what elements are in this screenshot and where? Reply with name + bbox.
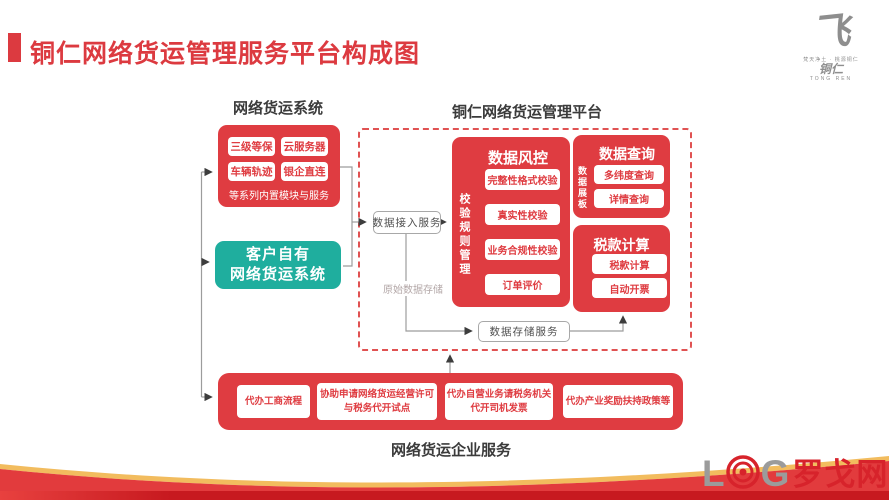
data-storage-service-label: 数据存储服务 — [489, 326, 559, 338]
module-box: 三级等保 — [228, 137, 275, 156]
risk-step-label: 业务合规性校验 — [487, 246, 558, 257]
risk-step-label: 完整性格式校验 — [487, 176, 558, 187]
customer-system-box: 客户自有 网络货运系统 — [215, 241, 341, 289]
enterprise-service-box: 协助申请网络货运经营许可 与税务代开试点 — [317, 383, 437, 420]
module-box: 银企直连 — [281, 162, 328, 181]
freight-system-caption: 等系列内置模块与服务 — [229, 191, 329, 202]
risk-step-box: 真实性校验 — [485, 204, 560, 225]
enterprise-service-box: 代办产业奖励扶持政策等 — [563, 385, 673, 418]
data-query-title: 数据查询 — [599, 146, 655, 162]
enterprise-service-label: 协助申请网络货运经营许可 — [319, 388, 434, 400]
query-item-box: 详情查询 — [594, 189, 664, 208]
tongren-logo-name-en: TONG REN — [809, 76, 853, 83]
query-item-label: 多纬度查询 — [604, 171, 654, 182]
risk-control-panel: 数据风控 校验规则管理 完整性格式校验 真实性校验 业务合规性校验 订单评价 — [452, 137, 570, 307]
enterprise-service-box: 代办工商流程 — [237, 385, 310, 418]
enterprise-service-box: 代办自营业务请税务机关 代开司机发票 — [445, 383, 553, 420]
tax-item-label: 税款计算 — [609, 260, 650, 272]
risk-step-label: 真实性校验 — [497, 211, 548, 222]
title-accent-bar — [8, 33, 21, 62]
data-query-side-label: 数据展板 — [577, 166, 587, 210]
risk-control-side-label: 校验规则管理 — [458, 193, 470, 277]
tax-item-box: 税款计算 — [592, 254, 667, 274]
logclub-name-cn: 罗戈网 — [792, 457, 889, 493]
module-label: 三级等保 — [230, 141, 273, 153]
freight-system-box: 三级等保 云服务器 车辆轨迹 银企直连 等系列内置模块与服务 — [218, 125, 340, 207]
tongren-logo-mark-icon: 飞 — [809, 10, 853, 56]
data-query-panel: 数据查询 数据展板 多纬度查询 详情查询 — [573, 135, 670, 218]
enterprise-services-bar: 代办工商流程 协助申请网络货运经营许可 与税务代开试点 代办自营业务请税务机关 … — [218, 373, 683, 430]
tax-panel: 税款计算 税款计算 自动开票 — [573, 225, 670, 312]
data-access-service-box: 数据接入服务 — [373, 211, 441, 234]
tongren-logo: 飞 梵天净土 · 桃源铜仁 铜仁 TONG REN — [783, 10, 879, 83]
logclub-letter-g: G — [760, 452, 790, 494]
customer-system-line1: 客户自有 — [245, 245, 310, 263]
tax-title: 税款计算 — [593, 237, 650, 253]
tongren-logo-name: 铜仁 — [818, 62, 843, 76]
footer-dark-strip — [0, 491, 889, 500]
tax-item-box: 自动开票 — [592, 278, 667, 298]
enterprise-services-heading: 网络货运企业服务 — [391, 442, 512, 459]
enterprise-service-label: 与税务代开试点 — [343, 402, 411, 414]
module-box: 车辆轨迹 — [228, 162, 275, 181]
platform-frame — [358, 128, 692, 351]
query-item-label: 详情查询 — [609, 195, 649, 206]
data-access-service-label: 数据接入服务 — [372, 217, 442, 229]
enterprise-service-label: 代办自营业务请税务机关 — [446, 388, 552, 400]
platform-heading: 铜仁网络货运管理平台 — [452, 104, 603, 121]
page-title: 铜仁网络货运管理服务平台构成图 — [30, 40, 421, 68]
module-box: 云服务器 — [281, 137, 328, 156]
logclub-target-icon — [725, 455, 760, 489]
tax-item-label: 自动开票 — [609, 284, 650, 296]
footer-wave — [0, 456, 889, 500]
risk-step-box: 完整性格式校验 — [485, 169, 560, 190]
raw-storage-label: 原始数据存储 — [381, 281, 445, 296]
module-label: 车辆轨迹 — [230, 166, 273, 178]
data-storage-service-box: 数据存储服务 — [478, 321, 570, 342]
logclub-letter-l: L — [702, 452, 725, 494]
enterprise-service-label: 代办工商流程 — [244, 395, 302, 407]
query-item-box: 多纬度查询 — [594, 165, 664, 184]
freight-system-heading: 网络货运系统 — [233, 100, 324, 117]
module-label: 银企直连 — [283, 166, 326, 178]
customer-system-line2: 网络货运系统 — [229, 266, 326, 283]
enterprise-service-label: 代开司机发票 — [470, 402, 528, 414]
enterprise-service-label: 代办产业奖励扶持政策等 — [565, 395, 671, 407]
tongren-logo-slogan: 梵天净土 · 桃源铜仁 — [803, 57, 859, 63]
risk-step-box: 订单评价 — [485, 274, 560, 295]
risk-control-title: 数据风控 — [487, 150, 548, 167]
risk-step-box: 业务合规性校验 — [485, 239, 560, 260]
logclub-logo: L G 罗戈网 — [702, 452, 889, 494]
module-label: 云服务器 — [283, 141, 326, 153]
risk-step-label: 订单评价 — [502, 281, 543, 292]
